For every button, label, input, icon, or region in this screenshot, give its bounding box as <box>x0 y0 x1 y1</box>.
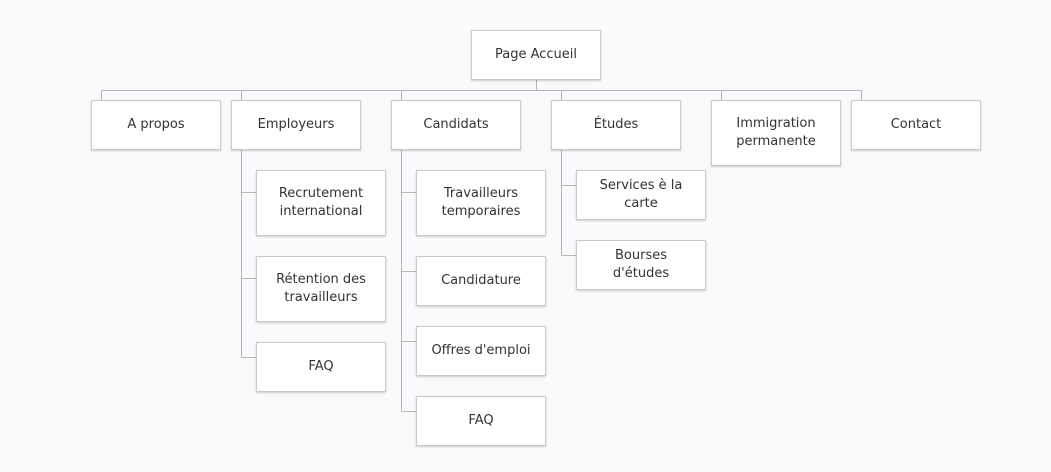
node-candidature: Candidature <box>416 256 546 306</box>
node-employeurs-faq: FAQ <box>256 342 386 392</box>
node-a-propos: A propos <box>91 100 221 150</box>
node-retention-travailleurs: Rétention des travailleurs <box>256 256 386 322</box>
node-travailleurs-temporaires: Travailleurs temporaires <box>416 170 546 236</box>
node-candidats-faq: FAQ <box>416 396 546 446</box>
node-immigration: Immigration permanente <box>711 100 841 166</box>
node-employeurs: Employeurs <box>231 100 361 150</box>
node-contact: Contact <box>851 100 981 150</box>
node-offres-emploi: Offres d'emploi <box>416 326 546 376</box>
node-candidats: Candidats <box>391 100 521 150</box>
node-etudes: Études <box>551 100 681 150</box>
node-recrutement-international: Recrutement international <box>256 170 386 236</box>
node-services-a-la-carte: Services è la carte <box>576 170 706 220</box>
node-bourses-etudes: Bourses d'études <box>576 240 706 290</box>
node-root: Page Accueil <box>471 30 601 80</box>
